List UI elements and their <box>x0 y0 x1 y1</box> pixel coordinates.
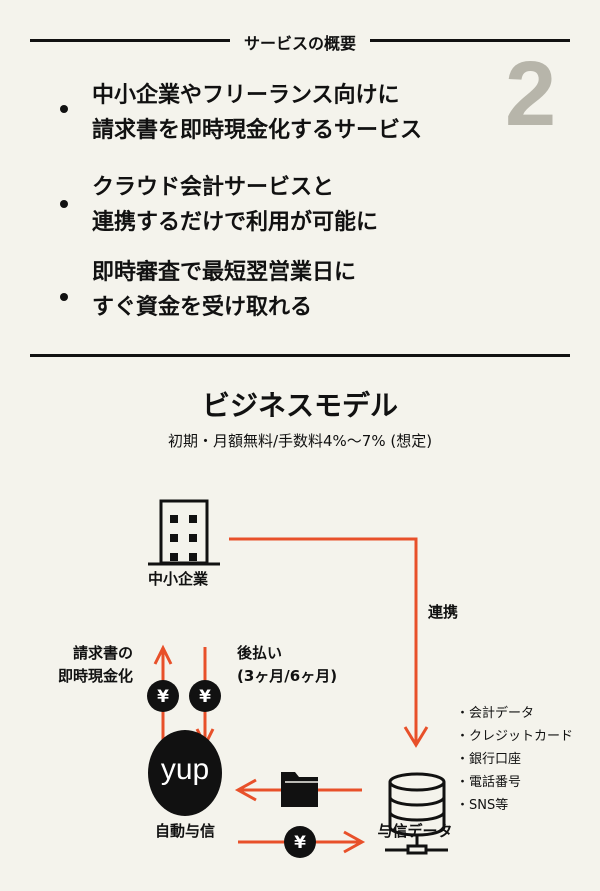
pay-label-line: (3ヶ月/6ヶ月) <box>237 667 338 685</box>
section-heading: サービスの概要 <box>0 30 600 54</box>
model-title: ビジネスモデル <box>201 389 398 422</box>
yen-symbol: ¥ <box>294 833 306 853</box>
auto-credit-label: 自動与信 <box>154 822 215 840</box>
bullet-line: 即時審査で最短翌営業日に <box>92 260 357 285</box>
bullet-dot-icon <box>60 200 68 208</box>
bottom-divider <box>30 354 570 357</box>
cash-label-line: 請求書の <box>72 644 133 662</box>
cash-label: 請求書の 即時現金化 <box>30 642 133 688</box>
yen-coin-icon: ¥ <box>147 680 179 712</box>
section-heading-text: サービスの概要 <box>229 34 370 53</box>
data-items-list: ・会計データ ・クレジットカード ・銀行口座 ・電話番号 ・SNS等 <box>456 702 573 817</box>
yup-logo: yup <box>148 730 222 816</box>
data-item: ・SNS等 <box>456 798 509 813</box>
building-icon <box>148 499 220 566</box>
folder-icon <box>281 772 318 807</box>
yen-symbol: ¥ <box>199 687 211 707</box>
yen-coin-icon: ¥ <box>189 680 221 712</box>
link-arrowhead <box>403 726 429 748</box>
pay-label: 後払い (3ヶ月/6ヶ月) <box>237 642 337 688</box>
link-arrow <box>229 537 418 745</box>
link-label: 連携 <box>428 603 459 621</box>
sme-label: 中小企業 <box>148 570 209 588</box>
pay-label-line: 後払い <box>237 644 283 662</box>
yen-symbol: ¥ <box>157 687 169 707</box>
bullet-line: 中小企業やフリーランス向けに <box>92 83 400 108</box>
yen-coin-icon: ¥ <box>284 826 316 858</box>
bullet-line: 請求書を即時現金化するサービス <box>92 118 423 143</box>
cash-label-line: 即時現金化 <box>57 667 133 685</box>
bullet-dot-icon <box>60 293 68 301</box>
data-item: ・会計データ <box>456 706 535 721</box>
credit-data-label: 与信データ <box>377 822 453 840</box>
database-icon <box>385 772 448 855</box>
data-item: ・クレジットカード <box>456 729 574 744</box>
section-number: 2 <box>505 43 557 145</box>
bullet-dot-icon <box>60 105 68 113</box>
bullet-line: すぐ資金を受け取れる <box>92 295 313 320</box>
bullet-line: クラウド会計サービスと <box>92 175 335 200</box>
bullet-line: 連携するだけで利用が可能に <box>92 210 379 235</box>
data-item: ・電話番号 <box>456 775 522 790</box>
data-item: ・銀行口座 <box>456 752 522 767</box>
model-subtitle: 初期・月額無料/手数料4%〜7% (想定) <box>167 432 433 450</box>
